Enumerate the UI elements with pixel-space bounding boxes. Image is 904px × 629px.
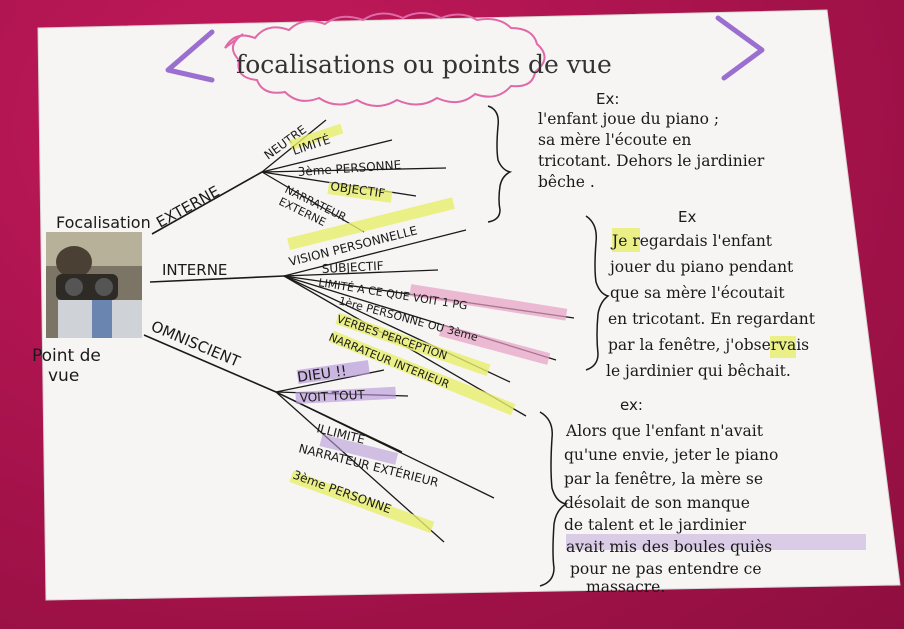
example3-line-3: désolait de son manque (564, 494, 750, 512)
branch-line-externe (151, 171, 263, 235)
branch-label-interne: INTERNE (162, 261, 227, 279)
photo-caption-line1: Point de (32, 346, 101, 366)
highlight-narrateur-interieur (329, 330, 516, 416)
omniscient-item-0: DIEU !! (296, 363, 347, 386)
highlight-limite-pg (409, 284, 568, 321)
example2-line-4: par la fenêtre, j'observais (608, 336, 809, 354)
title-cloud (224, 12, 546, 107)
example3-line-2: par la fenêtre, la mère se (564, 470, 763, 488)
highlight-objectif (327, 182, 393, 203)
right-chevron-icon (715, 15, 765, 81)
highlight-premiere-personne (438, 324, 551, 365)
omniscient-item-1: VOIT TOUT (299, 388, 365, 405)
highlight-je (612, 228, 640, 252)
branch-line-omniscient (143, 334, 277, 393)
highlight-voit-tout (295, 386, 396, 404)
brace-externe (487, 105, 513, 223)
example2-line-1: jouer du piano pendant (608, 258, 794, 276)
example3-line-0: Alors que l'enfant n'avait (565, 422, 764, 440)
page-title: focalisations ou points de vue (236, 50, 612, 79)
highlight-verbes (335, 312, 491, 376)
root-label: Focalisation (56, 213, 151, 232)
example2-heading: Ex (678, 208, 696, 226)
example1-line-3: bêche . (538, 173, 595, 191)
highlight-illimite (319, 434, 399, 465)
example3-line-1: qu'une envie, jeter le piano (564, 446, 778, 464)
example3-line-6: pour ne pas entendre ce (570, 560, 762, 578)
example2-line-0: Je regardais l'enfant (610, 232, 773, 250)
example1-line-1: sa mère l'écoute en (538, 131, 691, 149)
highlight-vision (287, 197, 455, 250)
example2-line-5: le jardinier qui bêchait. (606, 362, 791, 380)
highlight-limite (288, 123, 344, 151)
photo-caption-line2: vue (48, 366, 79, 386)
left-chevron-icon (165, 29, 215, 83)
example3-line-4: de talent et le jardinier (564, 516, 747, 534)
example3-line-5: avait mis des boules quiès (566, 538, 772, 556)
highlight-boules-quies (566, 534, 866, 550)
example1-line-0: l'enfant joue du piano ; (538, 110, 719, 128)
example2-line-3: en tricotant. En regardant (608, 310, 816, 328)
example1-line-2: tricotant. Dehors le jardinier (538, 152, 765, 170)
example3-line-7: massacre. (586, 578, 665, 596)
example1-heading: Ex: (596, 90, 619, 108)
brace-interne (585, 215, 610, 371)
highlight-j (770, 336, 796, 358)
highlight-troisieme-personne (289, 470, 435, 534)
highlight-dieu (296, 360, 370, 384)
example3-heading: ex: (620, 396, 643, 414)
brace-omniscient (539, 411, 569, 587)
branch-line-interne (149, 275, 285, 283)
example2-line-2: que sa mère l'écoutait (610, 284, 785, 302)
interne-item-1: SUBJECTIF (321, 259, 384, 276)
photographer-photo (46, 232, 142, 338)
